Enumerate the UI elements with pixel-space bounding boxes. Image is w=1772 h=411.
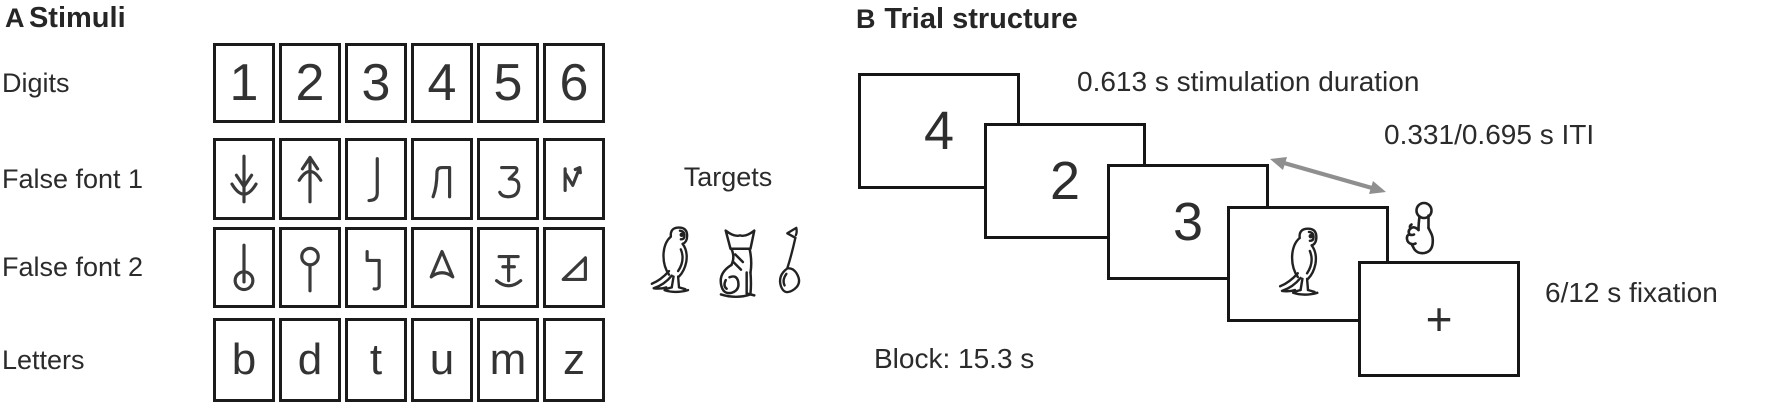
stimulus-cell [477, 138, 539, 220]
tap-hand-icon [1405, 201, 1435, 255]
reversed-ezh-icon [498, 166, 521, 199]
stimulus-cell [345, 138, 407, 220]
stimulus-grid-false-font-1 [213, 138, 605, 220]
stimulus-cell [213, 227, 275, 308]
stimulus-cell [411, 138, 473, 220]
stimulus-cell: 5 [477, 43, 539, 123]
stimulus-cell: u [411, 318, 473, 402]
circle-stem-top-icon [300, 246, 320, 292]
stimulus-cell: 6 [543, 43, 605, 123]
stimulus-cell: 1 [213, 43, 275, 123]
stimulus-cell: 4 [411, 43, 473, 123]
stimulus-cell: 2 [279, 43, 341, 123]
stimulus-cell: d [279, 318, 341, 402]
stimulus-cell: 3 [345, 43, 407, 123]
iti-label: 0.331/0.695 s ITI [1384, 119, 1595, 150]
down-arrow-cup-icon [230, 154, 258, 204]
stimulus-cell [279, 138, 341, 220]
targets-label: Targets [683, 162, 773, 192]
stem-circle-bottom-icon [233, 243, 255, 291]
panel-a-title: A Stimuli [5, 2, 126, 35]
stimulus-cell [543, 138, 605, 220]
stimulus-cell [279, 227, 341, 308]
hooked-stroke-icon [367, 157, 379, 203]
fixation-cross: + [1425, 293, 1453, 345]
panel-b-title: B Trial structure [856, 3, 1078, 36]
stimulus-cell: z [543, 318, 605, 402]
stimulus-cell [213, 138, 275, 220]
targets-icons [650, 221, 808, 303]
stimulus-grid-false-font-2 [213, 227, 605, 308]
card-digit: 2 [1049, 151, 1081, 211]
trial-card-+: + [1358, 261, 1520, 377]
panel-b-title-text: Trial structure [884, 3, 1078, 35]
teardrop-triangle-icon [429, 249, 455, 278]
stimulus-cell: t [345, 318, 407, 402]
stimulus-cell: m [477, 318, 539, 402]
stimulation-duration-label: 0.613 s stimulation duration [1077, 66, 1420, 97]
zigzag-peak-icon [563, 166, 582, 192]
up-arrow-dome-icon [297, 155, 323, 204]
shovel-hieroglyph-icon [778, 226, 801, 294]
fixation-duration-label: 6/12 s fixation [1545, 277, 1718, 308]
barred-stem-curved-base-icon [495, 254, 523, 287]
seated-animal-hieroglyph-icon [719, 229, 756, 299]
panel-a-title-text: Stimuli [28, 2, 126, 34]
bird-hieroglyph-icon [650, 226, 690, 294]
card-digit: 3 [1172, 192, 1204, 252]
bent-pi-icon [431, 166, 452, 199]
right-triangle-icon [561, 255, 587, 281]
row-label-false-font-1: False font 1 [2, 163, 144, 194]
iti-double-arrow-icon [1270, 157, 1386, 194]
row-label-letters: Letters [2, 344, 85, 375]
row-label-false-font-2: False font 2 [2, 252, 144, 282]
stimulus-cell [411, 227, 473, 308]
block-duration-label: Block: 15.3 s [874, 343, 1035, 374]
stimulus-cell: b [213, 318, 275, 402]
bird-hieroglyph-icon [1278, 227, 1319, 296]
stimulus-cell [477, 227, 539, 308]
panel-a-letter: A [5, 3, 25, 33]
stimulus-cell [543, 227, 605, 308]
stimulus-cell [345, 227, 407, 308]
row-label-digits: Digits [2, 67, 70, 98]
panel-b-letter: B [856, 4, 876, 34]
angled-hook-icon [365, 249, 381, 291]
card-digit: 4 [923, 101, 955, 161]
